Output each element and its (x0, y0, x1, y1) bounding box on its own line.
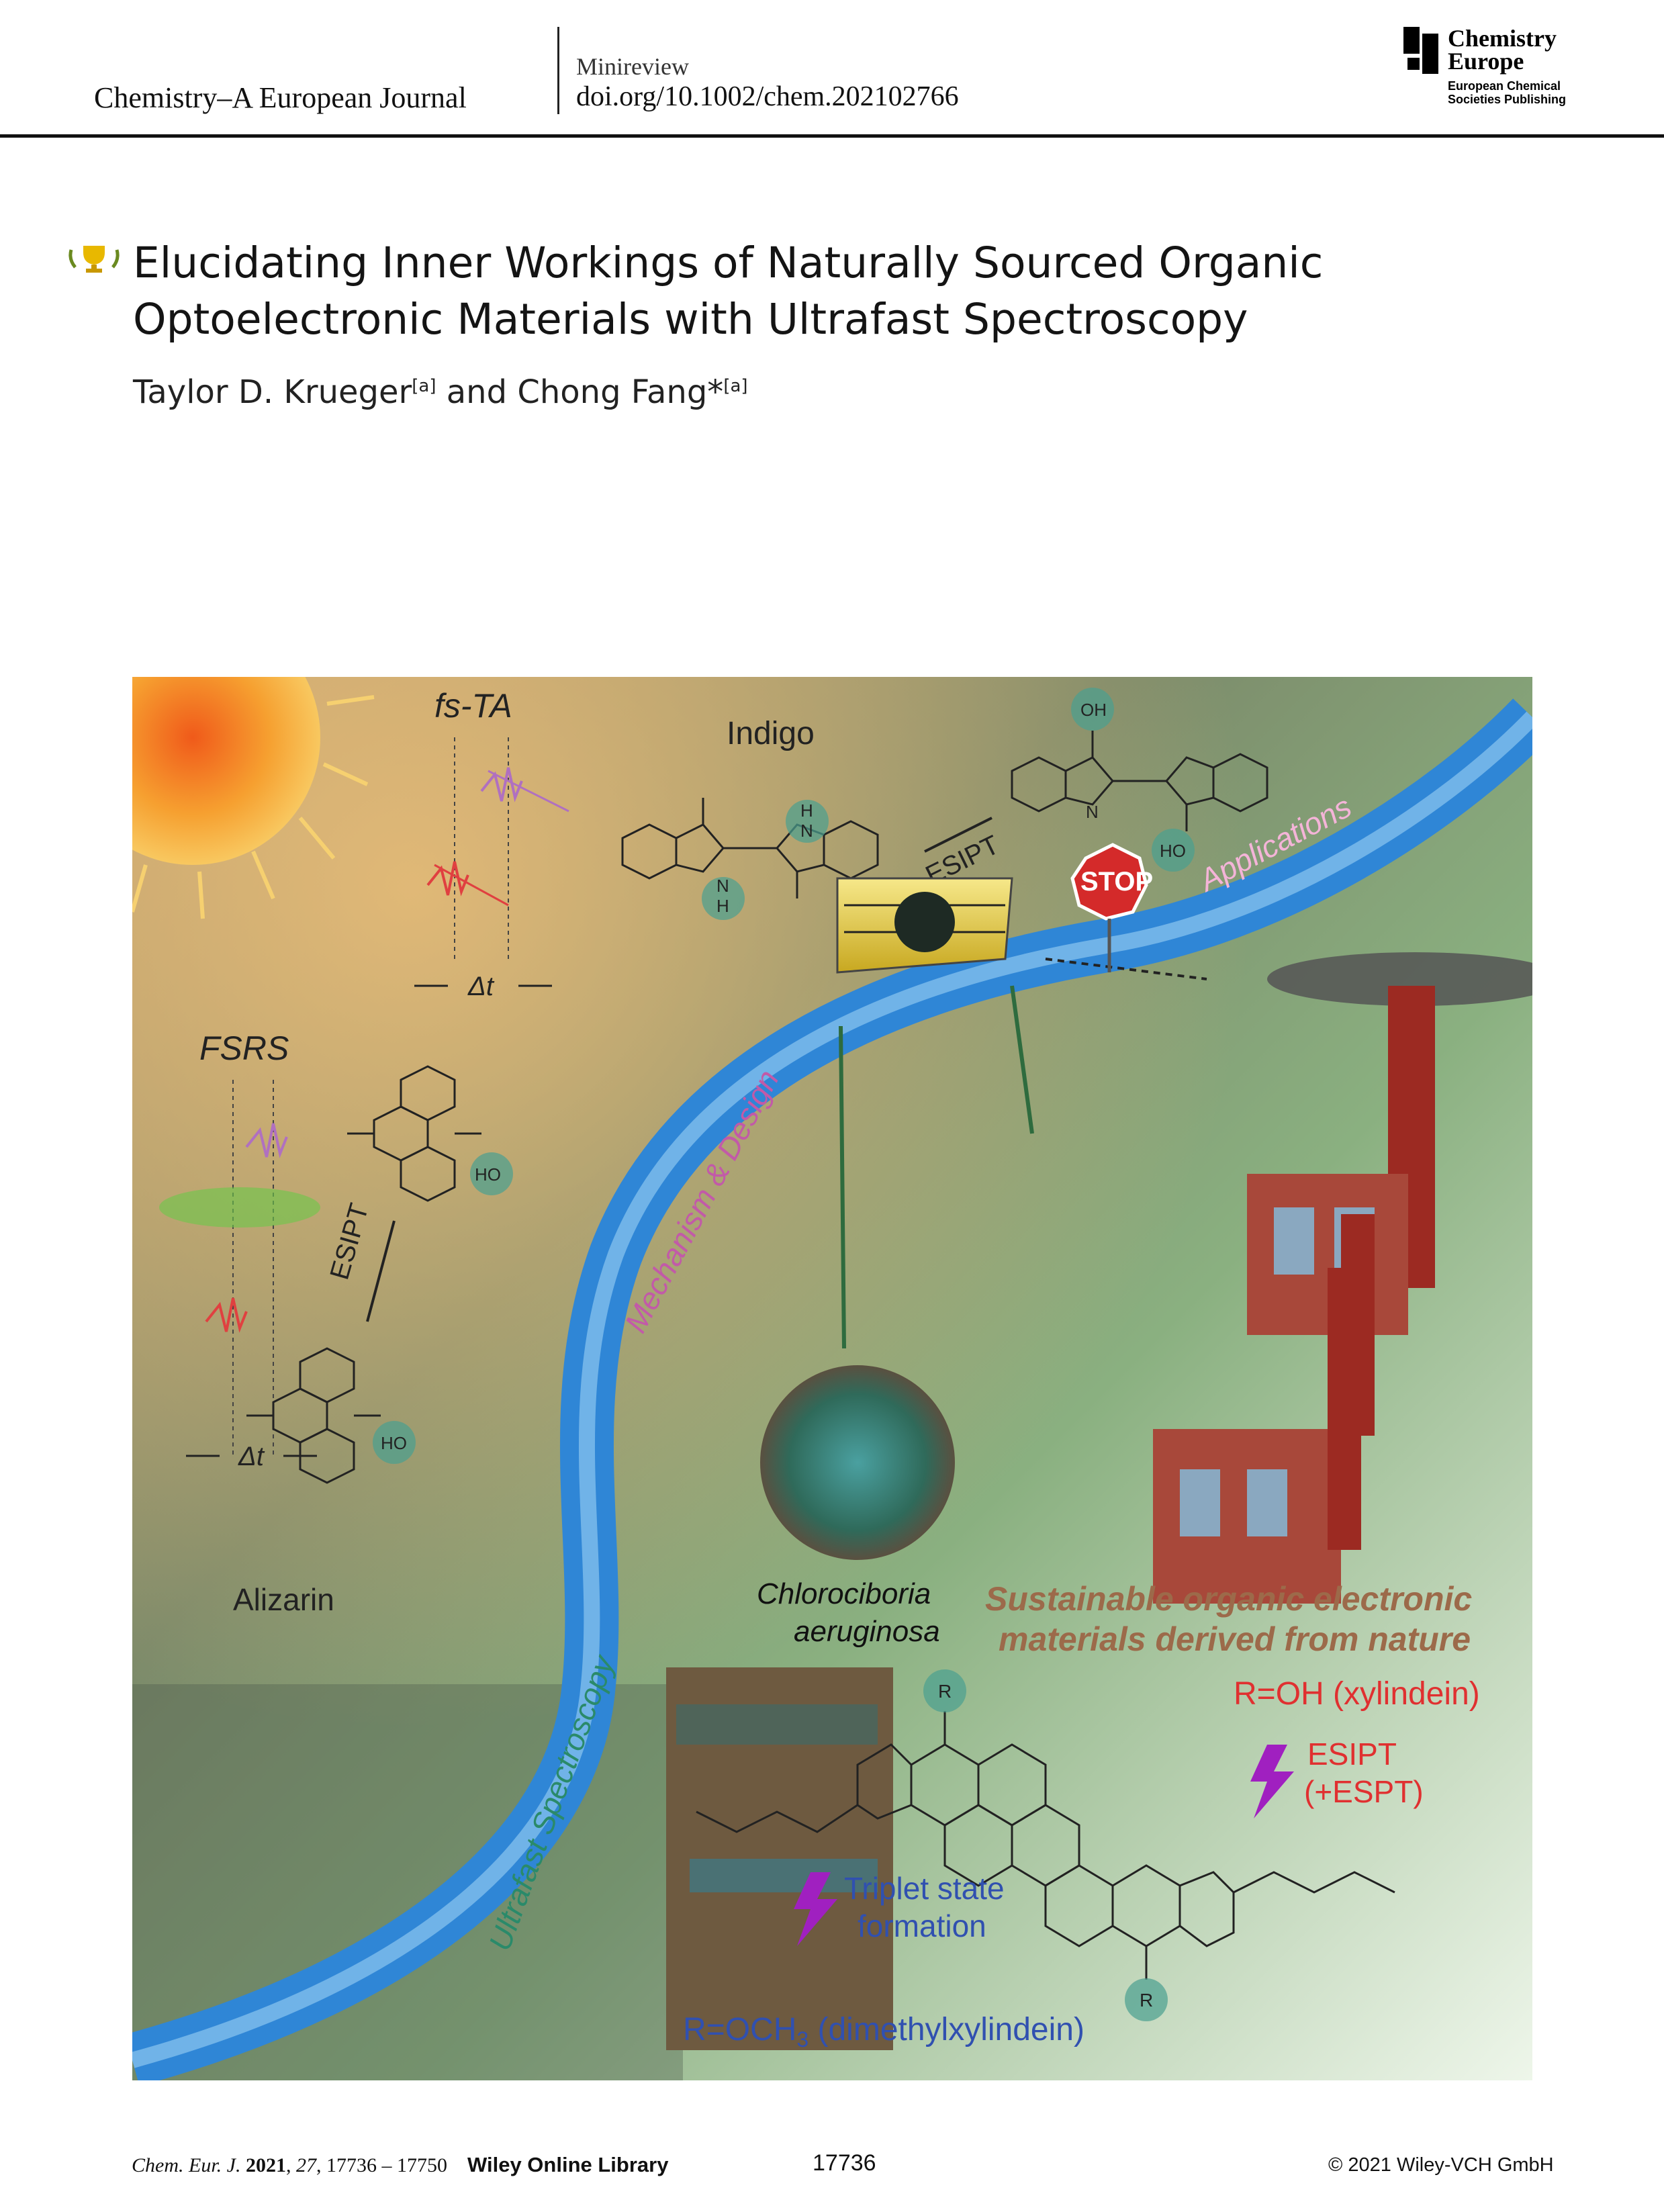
xylindein-label: R=OH (xylindein) (1234, 1676, 1480, 1712)
dimethylxylindein-subscript: 3 (796, 2027, 808, 2052)
logo-name-line2: Europe (1448, 48, 1524, 75)
footer-citation-pages: , 17736 – 17750 (316, 2154, 447, 2176)
polluting-factory-illustration (1247, 952, 1532, 1436)
fs-ta-delta-t: Δt (467, 972, 495, 1001)
chemistry-europe-logo[interactable]: Chemistry Europe European Chemical Socie… (1403, 25, 1578, 114)
footer-citation-year: 2021 (245, 2154, 286, 2176)
electronic-chip-icon (836, 877, 1013, 974)
fsrs-pulse-diagram (159, 1080, 320, 1457)
authors: Taylor D. Krueger[a] and Chong Fang*[a] (133, 373, 748, 411)
esipt-process-label: ESIPT (1307, 1737, 1397, 1771)
article-title-line1: Elucidating Inner Workings of Naturally … (133, 238, 1324, 287)
dimethylxylindein-label: R=OCH3 (dimethylxylindein) (683, 2012, 1084, 2052)
fsrs-label: FSRS (199, 1029, 289, 1067)
dimethylxylindein-prefix: R=OCH (683, 2012, 796, 2047)
xylindein-structure (696, 1711, 1395, 1980)
stop-sign-icon (1070, 843, 1148, 972)
article-title-line2: Optoelectronic Materials with Ultrafast … (133, 295, 1248, 344)
chip-to-smokestack-arrow (1045, 958, 1207, 980)
fungus-to-chip-arrow (839, 1025, 846, 1349)
alizarin-label: Alizarin (233, 1582, 334, 1617)
product-ho: HO (1160, 841, 1186, 861)
esipt-arrow (924, 817, 992, 853)
article-type: Minireview (576, 53, 689, 80)
stop-sign-text: STOP (1080, 867, 1153, 896)
alizarin-structure-top (347, 1065, 481, 1202)
journal-name: Chemistry–A European Journal (94, 81, 467, 114)
alizarin-top-ho: HO (475, 1164, 501, 1185)
author-affiliation: [a] (723, 376, 748, 396)
author-affiliation: [a] (412, 376, 436, 396)
alizarin-bottom-ho: HO (381, 1433, 407, 1453)
product-oh-highlight (1071, 688, 1114, 731)
author-krueger[interactable]: Taylor D. Krueger (133, 373, 412, 411)
triplet-label-line1: Triplet state (844, 1871, 1005, 1906)
header-rule (0, 134, 1664, 138)
footer-page-number: 17736 (813, 2150, 876, 2176)
product-ho-highlight (1152, 829, 1195, 872)
footer-wiley-online-library[interactable]: Wiley Online Library (467, 2153, 669, 2176)
fs-ta-pulse-diagram (414, 737, 569, 987)
chip-to-factory-arrow (1010, 985, 1034, 1134)
indigo-hn-n: N (800, 821, 813, 841)
author-fang[interactable]: Chong Fang* (517, 373, 724, 411)
footer-copyright: © 2021 Wiley-VCH GmbH (1328, 2154, 1554, 2176)
logo-name-line1: Chemistry (1448, 25, 1557, 52)
esipt-lightning-icon (1250, 1745, 1294, 1818)
clean-factory-illustration (1153, 1268, 1361, 1604)
product-ring-n: N (1086, 802, 1099, 822)
sustainable-label-line1: Sustainable organic electronic (985, 1580, 1472, 1618)
xylindein-r-bottom-highlight (1125, 1978, 1168, 2021)
page-footer: Chem. Eur. J. 2021, 27, 17736 – 17750 Wi… (0, 2149, 1664, 2189)
fsrs-delta-t: Δt (238, 1442, 265, 1471)
graphical-abstract: Applications Mechanism & Design Ultrafas… (132, 677, 1532, 2080)
alizarin-esipt-arrow (366, 1220, 396, 1322)
xylindein-r-top: R (938, 1681, 952, 1702)
chemistry-europe-logo-icon (1403, 27, 1438, 74)
indigo-esipt-product-structure (1011, 731, 1268, 831)
dimethylxylindein-suffix: (dimethylxylindein) (808, 2012, 1084, 2047)
fs-ta-label: fs-TA (434, 687, 512, 725)
product-oh: OH (1080, 700, 1107, 720)
indigo-nh-n: N (717, 876, 729, 896)
logo-name: Chemistry Europe (1448, 25, 1557, 75)
doi-link[interactable]: doi.org/10.1002/chem.202102766 (576, 81, 959, 112)
espt-process-label: (+ESPT) (1304, 1774, 1424, 1809)
author-conjunction: and (446, 373, 508, 411)
alizarin-structure-bottom (246, 1347, 381, 1484)
footer-citation-journal: Chem. Eur. J. (132, 2154, 241, 2176)
fungus-photo (760, 1365, 955, 1560)
sun-icon (132, 677, 375, 919)
indigo-structure (621, 798, 879, 898)
indigo-label: Indigo (727, 716, 815, 751)
indigo-nh-highlight (702, 877, 745, 920)
trophy-icon (68, 246, 120, 273)
logo-subtitle: European Chemical Societies Publishing (1448, 79, 1566, 106)
fungus-name-line2: aeruginosa (794, 1615, 940, 1648)
xylindein-r-bottom: R (1140, 1990, 1153, 2011)
logo-sub-line1: European Chemical (1448, 79, 1561, 93)
indigo-hn-highlight (786, 800, 829, 843)
indigo-nh-h: H (717, 896, 729, 916)
triplet-lightning-icon (794, 1872, 837, 1946)
triplet-label-line2: formation (858, 1908, 986, 1943)
alizarin-top-oh-highlight (470, 1152, 513, 1195)
indigo-hn-h: H (800, 800, 813, 821)
footer-citation-volume: 27 (295, 2154, 316, 2176)
fungus-name-line1: Chlorociboria (757, 1577, 931, 1610)
logo-sub-line2: Societies Publishing (1448, 93, 1567, 106)
xylindein-r-top-highlight (923, 1669, 966, 1712)
sustainable-label-line2: materials derived from nature (999, 1620, 1471, 1658)
article-title: Elucidating Inner Workings of Naturally … (133, 235, 1583, 348)
footer-citation: Chem. Eur. J. 2021, 27, 17736 – 17750 (132, 2154, 447, 2176)
alizarin-bottom-oh-highlight (373, 1421, 416, 1464)
header-divider (557, 27, 559, 114)
